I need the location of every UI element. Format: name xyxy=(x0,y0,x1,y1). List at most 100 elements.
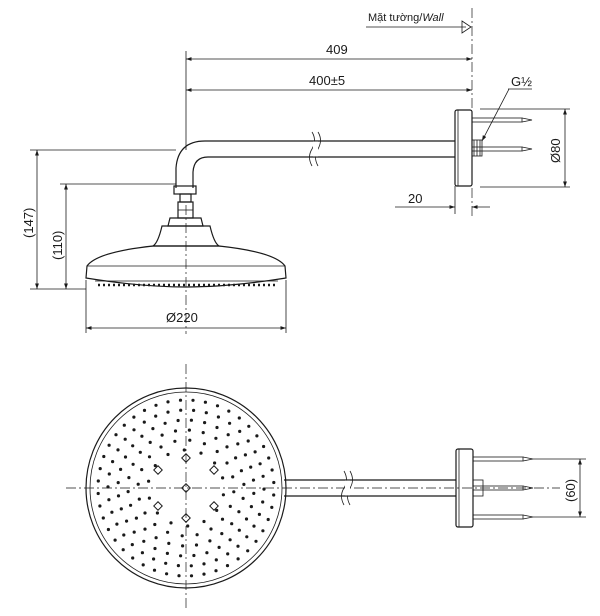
nozzle-dot xyxy=(96,491,100,496)
dim-409-label: 409 xyxy=(326,42,348,57)
nozzle-dot xyxy=(246,549,250,553)
nozzle-dot xyxy=(237,510,241,514)
nozzle-dot xyxy=(203,400,207,404)
nozzle-dot xyxy=(182,448,186,452)
dim-60-label: (60) xyxy=(563,479,578,502)
nozzle-dot xyxy=(238,429,242,433)
nozzle-dot xyxy=(195,533,199,537)
nozzle-dot xyxy=(169,521,173,525)
nozzle-dot xyxy=(253,450,257,454)
nozzle-dot xyxy=(270,505,274,509)
nozzle-dot xyxy=(261,500,265,504)
nozzle-dot xyxy=(138,450,142,454)
nozzle-dot xyxy=(216,415,220,419)
nozzle-dot xyxy=(239,469,243,473)
nozzle-dot xyxy=(177,574,181,578)
nozzle-dot xyxy=(132,428,136,432)
nozzle-dot xyxy=(272,493,276,497)
nozzle-dot xyxy=(179,554,183,558)
nozzle-dot xyxy=(143,527,147,531)
nozzle-dot xyxy=(242,482,246,486)
center-nozzle xyxy=(209,465,219,475)
nozzle-dot xyxy=(251,478,256,482)
nozzle-dot xyxy=(165,572,169,576)
nozzle-dot xyxy=(257,512,261,517)
nozzle-dot xyxy=(261,474,265,478)
nozzle-dot xyxy=(154,403,158,407)
nozzle-dot xyxy=(202,519,206,524)
nozzle-dot xyxy=(137,497,141,501)
nozzle-dot xyxy=(165,551,169,556)
nozzle-dot xyxy=(189,418,193,422)
nozzle-dot xyxy=(101,516,105,520)
nozzle-dot xyxy=(228,538,232,542)
nozzle-dot xyxy=(143,511,147,515)
nozzle-dot xyxy=(258,462,262,466)
nozzle-dot xyxy=(163,421,167,425)
nozzle-dot xyxy=(228,421,232,425)
center-nozzle xyxy=(153,465,163,475)
nozzle-dot xyxy=(226,552,230,556)
nozzle-dot xyxy=(231,475,235,479)
nozzle-dot xyxy=(152,568,157,572)
nozzle-dot xyxy=(107,443,111,447)
nozzle-dot xyxy=(225,461,229,465)
nozzle-dot xyxy=(173,439,177,443)
nozzle-dot xyxy=(152,557,156,561)
nozzle-dot xyxy=(252,491,256,495)
dim-d80-label: Ø80 xyxy=(548,138,563,163)
nozzle-dot xyxy=(106,485,110,489)
nozzle-dot xyxy=(214,436,218,440)
center-nozzle xyxy=(181,453,191,463)
nozzle-dot xyxy=(215,404,220,408)
nozzle-dot xyxy=(123,437,127,441)
dim-g12-label: G½ xyxy=(511,74,532,89)
nozzle-dot xyxy=(98,504,102,508)
nozzle-dot xyxy=(201,431,205,435)
nozzle-dot xyxy=(123,455,128,459)
nozzle-dot xyxy=(98,467,102,471)
nozzle-dot xyxy=(262,487,266,491)
nozzle-dot xyxy=(227,409,231,413)
nozzle-dot xyxy=(132,415,136,419)
nozzle-dot xyxy=(221,476,225,480)
nozzle-dot xyxy=(176,418,180,423)
nozzle-dot xyxy=(249,465,253,469)
nozzle-dot xyxy=(102,454,106,459)
nozzle-dot xyxy=(215,508,219,512)
nozzle-dot xyxy=(202,442,206,446)
center-nozzle xyxy=(181,483,191,493)
nozzle-dot xyxy=(129,503,133,507)
nozzle-dot xyxy=(131,462,135,466)
nozzle-dot xyxy=(214,558,218,562)
nozzle-dot xyxy=(245,535,249,539)
nozzle-dot xyxy=(130,543,134,547)
nozzle-dot xyxy=(228,504,232,508)
nozzle-dot xyxy=(191,398,195,402)
nozzle-dot xyxy=(236,544,240,548)
nozzle-dot xyxy=(131,556,135,560)
nozzle-dot xyxy=(115,522,119,526)
nozzle-dot xyxy=(164,561,168,565)
nozzle-dot xyxy=(122,423,126,427)
nozzle-dot xyxy=(166,530,170,534)
nozzle-dot xyxy=(244,517,249,521)
nozzle-dot xyxy=(154,536,158,540)
nozzle-dot xyxy=(166,410,170,414)
nozzle-dot xyxy=(215,449,219,454)
nozzle-dot xyxy=(255,434,259,438)
nozzle-dot xyxy=(270,468,274,472)
nozzle-dot xyxy=(180,534,184,538)
nozzle-dot xyxy=(114,433,118,437)
side-view: Mặt tường/Wall 409 400±5 G½ Ø80 xyxy=(21,8,570,334)
nozzle-dot xyxy=(249,505,253,509)
shower-arm xyxy=(175,140,455,188)
nozzle-dot xyxy=(140,468,144,472)
nozzle-dot xyxy=(119,507,123,511)
nozzle-dot xyxy=(208,539,212,543)
nozzle-dot xyxy=(122,533,126,537)
nozzle-dot xyxy=(148,440,152,444)
nozzle-dot xyxy=(205,551,209,555)
dim-400-label: 400±5 xyxy=(309,73,345,88)
